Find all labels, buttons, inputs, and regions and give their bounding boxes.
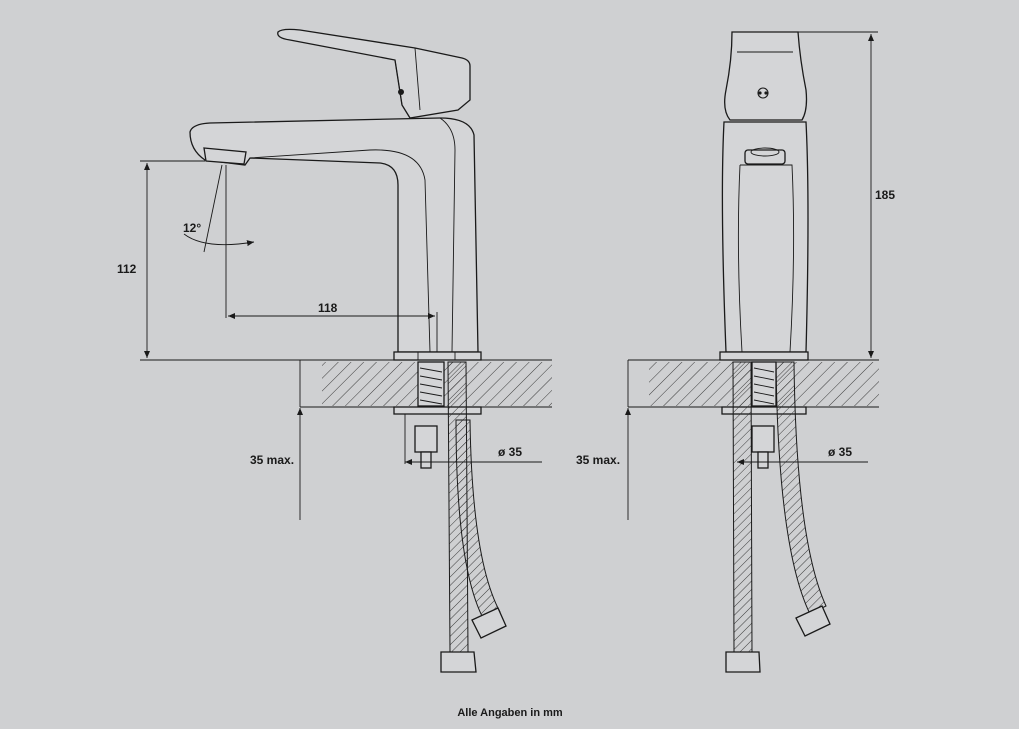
front-dim-total-height: 185 <box>798 31 895 361</box>
front-hole-diameter-label: ø 35 <box>828 445 852 459</box>
front-view: 185 35 max. ø 35 <box>576 31 895 673</box>
front-hose-left <box>732 361 753 653</box>
side-dim-spout-height: 112 <box>117 160 300 361</box>
side-faucet-body <box>189 28 507 673</box>
side-bolt-end <box>420 451 432 469</box>
front-dim-under-counter: 35 max. <box>576 408 631 520</box>
front-dim-hole-diameter: ø 35 <box>737 445 868 465</box>
front-under-counter-label: 35 max. <box>576 453 620 467</box>
side-hose-nut-left <box>440 651 477 673</box>
side-spout-column <box>189 117 479 353</box>
front-aerator <box>744 149 786 165</box>
front-bolt-end <box>757 451 769 469</box>
side-aerator <box>203 147 247 165</box>
front-lever-handle <box>724 31 808 121</box>
front-hose-nut-right <box>795 605 831 637</box>
spout-angle-label: 12° <box>183 221 201 235</box>
side-hole-diameter-label: ø 35 <box>498 445 522 459</box>
side-under-counter-label: 35 max. <box>250 453 294 467</box>
side-dim-spout-reach: 118 <box>225 165 438 352</box>
total-height-label: 185 <box>875 188 895 202</box>
side-dim-spout-angle: 12° <box>183 164 255 253</box>
front-faucet-body <box>719 31 831 673</box>
side-lever-handle <box>277 28 471 119</box>
side-view: 112 118 12° 35 max. ø 35 <box>117 28 552 673</box>
side-nut <box>414 425 438 453</box>
units-footnote: Alle Angaben in mm <box>457 707 563 719</box>
front-hose-nut-left <box>725 651 761 673</box>
side-hose-nut-right <box>471 607 507 639</box>
spout-reach-label: 118 <box>318 301 338 315</box>
front-base-plate <box>719 351 809 361</box>
side-dim-under-counter: 35 max. <box>250 408 303 520</box>
side-dim-hole-diameter: ø 35 <box>404 414 542 465</box>
side-base-plate <box>393 351 482 361</box>
front-nut <box>751 425 775 453</box>
front-clamp-plate <box>721 406 807 415</box>
spout-height-label: 112 <box>117 262 137 276</box>
side-clamp-plate <box>393 406 482 415</box>
